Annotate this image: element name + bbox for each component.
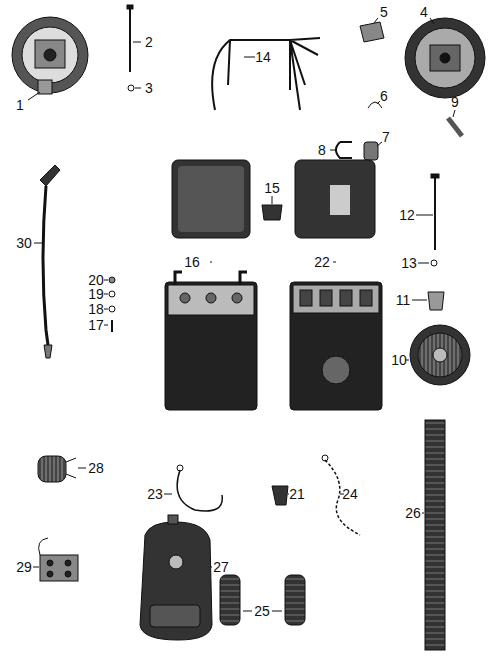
callout-number: 14 [255,50,271,64]
nut [428,292,444,310]
washer [128,85,134,91]
callout-number: 19 [88,287,104,301]
horn [140,515,212,640]
callout-number: 18 [88,302,104,316]
switch-block [39,538,78,581]
callout-number: 30 [16,236,32,250]
callout-number: 11 [396,293,411,307]
stator-plate [12,17,88,94]
callout-number: 22 [314,255,330,269]
bolt [431,174,439,250]
callout-number: 23 [147,487,163,501]
callout-number: 2 [145,35,153,49]
callout-number: 17 [88,318,104,332]
battery [165,272,257,410]
bolt [127,5,133,72]
cable [325,460,360,535]
rubber-grip [220,575,240,625]
spark-plug-lead [40,165,60,358]
callout-number: 25 [254,604,270,618]
callout-number: 10 [391,353,407,367]
terminal-cap [272,486,288,505]
callout-number: 29 [16,560,32,574]
callout-number: 6 [380,89,388,103]
rotor [410,325,470,385]
clamp [336,142,352,158]
callout-number: 28 [88,461,104,475]
callout-number: 13 [401,256,417,270]
callout-number: 24 [342,487,358,501]
callout-number: 5 [380,5,388,19]
callout-number: 12 [399,208,415,222]
contact-breaker [360,22,384,42]
callout-number: 20 [88,273,104,287]
callout-number: 21 [289,487,305,501]
rubber-strap [425,420,445,650]
fuse-holder [448,118,462,136]
callout-number: 27 [213,560,229,574]
callout-number: 4 [420,5,428,19]
wiring-harness [212,38,320,110]
rubber-grommet [262,205,282,220]
cable [177,470,222,511]
ignition-coil [38,456,76,482]
callout-number: 3 [145,81,153,95]
callout-number: 15 [264,181,280,195]
callout-number: 1 [16,98,24,112]
leader-line [28,92,40,100]
callout-number: 16 [184,255,200,269]
callout-number: 7 [382,130,390,144]
washer [431,260,437,266]
spring-clip [368,102,382,108]
flywheel [405,18,485,98]
screw-set [109,277,115,332]
callout-number: 8 [318,143,326,157]
condenser [364,142,378,160]
battery-cover [172,160,250,238]
callout-number: 26 [405,506,421,520]
rubber-grip [285,575,305,625]
battery [290,282,382,410]
battery-cover [295,160,375,238]
callout-number: 9 [451,95,459,109]
